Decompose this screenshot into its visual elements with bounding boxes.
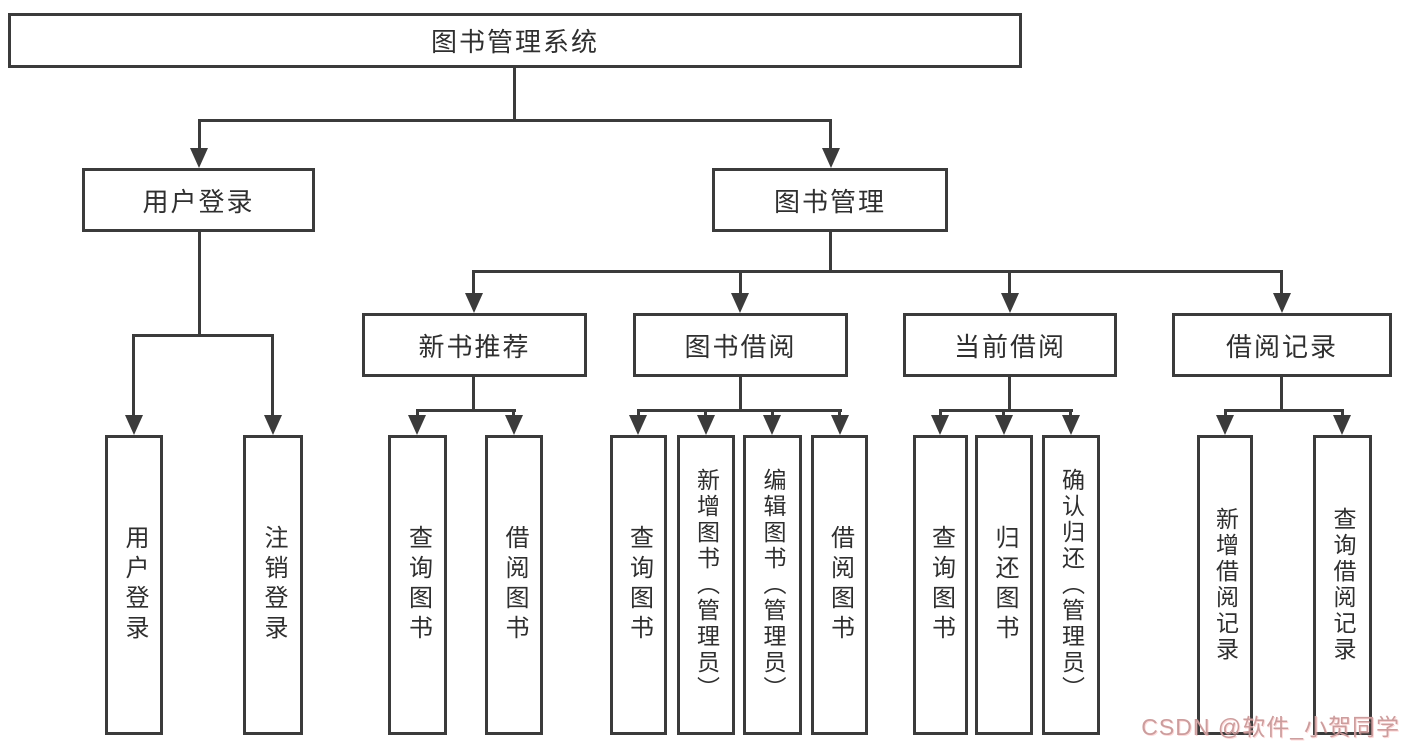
node-current-borrowing: 当前借阅 [903,313,1117,377]
connector-line [739,377,742,412]
watermark-text: CSDN @软件_小贺同学 [1141,714,1400,740]
connector-line [472,377,475,412]
arrow-down-icon [1333,415,1351,435]
leaf-borrow-books-recommend: 借阅图书 [485,435,543,735]
arrow-down-icon [822,148,840,168]
leaf-label: 用户登录 [121,525,148,645]
leaf-label: 新增图书（管理员） [693,468,720,702]
connector-line [198,232,201,337]
leaf-label: 归还图书 [991,525,1018,645]
connector-line [1280,270,1283,305]
arrow-down-icon [1216,415,1234,435]
node-root: 图书管理系统 [8,13,1022,68]
arrow-down-icon [408,415,426,435]
node-borrowing-records: 借阅记录 [1172,313,1392,377]
leaf-borrow-books-borrowing: 借阅图书 [811,435,868,735]
leaf-label: 查询图书 [404,525,432,645]
leaf-query-borrow-record: 查询借阅记录 [1313,435,1372,735]
connector-line [416,409,516,412]
leaf-query-books-current: 查询图书 [913,435,968,735]
leaf-label: 新增借阅记录 [1212,507,1239,663]
leaf-confirm-return-admin: 确认归还（管理员） [1042,435,1100,735]
node-book-management: 图书管理 [712,168,948,232]
leaf-label: 借阅图书 [826,525,854,645]
leaf-label: 确认归还（管理员） [1058,468,1085,702]
arrow-down-icon [505,415,523,435]
arrow-down-icon [264,415,282,435]
arrow-down-icon [1062,415,1080,435]
leaf-label: 查询借阅记录 [1330,507,1356,663]
connector-line [1224,409,1344,412]
connector-line [939,409,1073,412]
connector-line [1008,377,1011,412]
connector-line [829,119,832,160]
connector-line [472,270,475,305]
arrow-down-icon [629,415,647,435]
leaf-label: 借阅图书 [501,525,528,645]
arrow-down-icon [731,293,749,313]
connector-line [739,270,742,305]
arrow-down-icon [465,293,483,313]
connector-line [1008,270,1011,305]
connector-line [133,334,274,337]
arrow-down-icon [763,415,781,435]
leaf-query-books-borrowing: 查询图书 [610,435,667,735]
arrow-down-icon [1273,293,1291,313]
arrow-down-icon [931,415,949,435]
connector-line [132,334,135,427]
connector-line [271,334,274,427]
connector-line [829,232,832,273]
connector-line [198,119,832,122]
arrow-down-icon [190,148,208,168]
leaf-query-books-recommend: 查询图书 [388,435,447,735]
connector-line [473,270,1283,273]
arrow-down-icon [697,415,715,435]
leaf-add-borrow-record: 新增借阅记录 [1197,435,1253,735]
connector-line [1280,377,1283,412]
leaf-edit-book-admin: 编辑图书（管理员） [743,435,802,735]
node-new-book-recommendation: 新书推荐 [362,313,587,377]
arrow-down-icon [831,415,849,435]
node-user-login: 用户登录 [82,168,315,232]
leaf-user-login: 用户登录 [105,435,163,735]
leaf-label: 查询图书 [625,525,653,645]
leaf-label: 注销登录 [260,525,287,645]
leaf-return-books: 归还图书 [975,435,1033,735]
leaf-label: 查询图书 [927,525,955,645]
node-book-borrowing: 图书借阅 [633,313,848,377]
leaf-add-book-admin: 新增图书（管理员） [677,435,735,735]
arrow-down-icon [125,415,143,435]
connector-line [513,68,516,122]
arrow-down-icon [995,415,1013,435]
connector-line [198,119,201,160]
arrow-down-icon [1001,293,1019,313]
leaf-label: 编辑图书（管理员） [760,468,786,702]
leaf-logout: 注销登录 [243,435,303,735]
connector-line [637,409,842,412]
